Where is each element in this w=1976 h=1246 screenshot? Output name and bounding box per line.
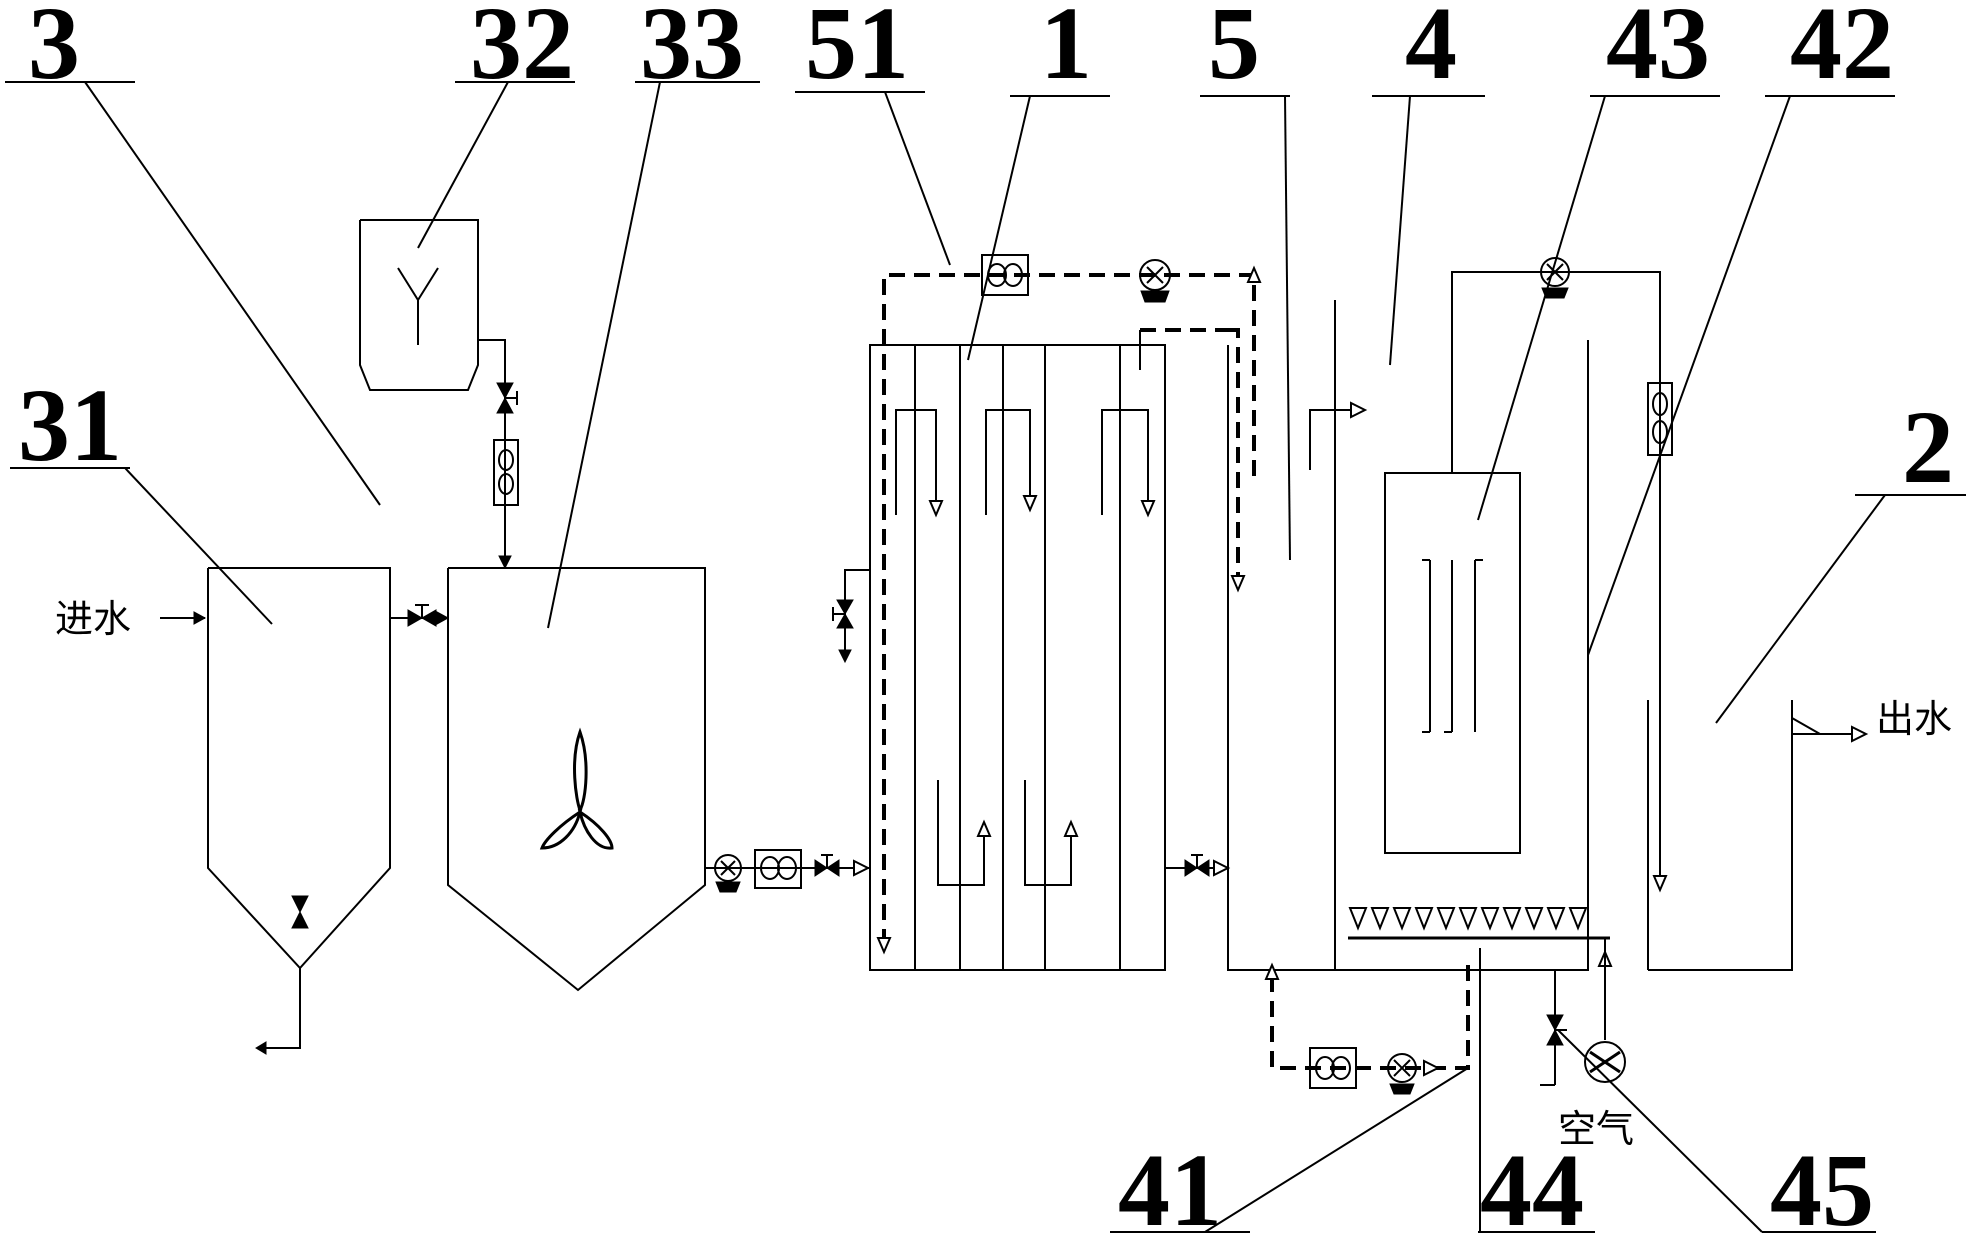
ref-5-leader — [1284, 95, 1291, 561]
reactor-1-side-valve — [832, 569, 870, 664]
ref-43-leader — [1477, 95, 1606, 521]
diffuser-heads — [1348, 907, 1588, 931]
ref-44: 44 — [1480, 1133, 1584, 1246]
sludge-return-41 — [1264, 962, 1470, 1095]
recirc-flowmeter-51 — [981, 254, 1029, 296]
ref-3: 3 — [28, 0, 80, 101]
ref-32: 32 — [470, 0, 574, 101]
ref-51: 51 — [805, 0, 909, 101]
ref-4: 4 — [1405, 0, 1457, 101]
ref-45: 45 — [1770, 1133, 1874, 1246]
effluent-flowmeter — [1647, 382, 1673, 456]
ref-1: 1 — [1040, 0, 1092, 101]
return-pump-41 — [1387, 1053, 1417, 1095]
mixer-icon — [539, 727, 614, 850]
recirc-pump-51 — [1139, 259, 1171, 303]
ref-33: 33 — [640, 0, 744, 101]
ref-51-leader — [884, 91, 951, 266]
ref-3-leader — [84, 81, 381, 506]
dosing-flowmeter — [493, 439, 519, 506]
water-in-label: 进水 — [55, 597, 131, 641]
ref-2: 2 — [1902, 390, 1954, 505]
water-in-arrow — [193, 611, 207, 625]
ref-4-leader — [1389, 95, 1411, 366]
dosing-valve — [496, 382, 518, 414]
water-out-stub — [1791, 717, 1821, 735]
air-supply-45 — [1540, 938, 1626, 1086]
tank-5 — [1165, 300, 1368, 971]
feed-pump — [714, 854, 742, 893]
suction-pump-42 — [1540, 257, 1570, 299]
reference-numerals: 3 32 33 51 1 5 4 43 42 31 2 41 — [5, 0, 1966, 1246]
feed-valve — [814, 854, 840, 877]
tank-2 — [1647, 700, 1793, 971]
water-out-arrow — [1851, 725, 1869, 743]
ref-31-leader — [124, 467, 273, 625]
drain-valve-31 — [291, 895, 309, 929]
ref-43: 43 — [1606, 0, 1710, 101]
tank-33 — [447, 567, 706, 992]
recirculation-line-51 — [876, 254, 1262, 955]
ref-42: 42 — [1790, 0, 1894, 101]
transfer-valve-31-33 — [390, 604, 450, 627]
air-label: 空气 — [1558, 1107, 1634, 1151]
tank-4 — [1335, 257, 1673, 1086]
ref-5: 5 — [1208, 0, 1260, 101]
ref-45-leader — [1557, 1029, 1763, 1233]
water-out-label: 出水 — [1876, 697, 1952, 741]
ref-2-leader — [1715, 494, 1886, 724]
tank-5-inlet-valve — [1165, 854, 1231, 877]
aerator-44 — [1348, 907, 1610, 940]
reactor-1 — [832, 330, 1166, 971]
dosing-tank-32 — [359, 219, 519, 570]
ref-41: 41 — [1118, 1133, 1222, 1246]
ref-42-leader — [1587, 95, 1791, 656]
ref-33-leader — [547, 81, 661, 629]
ref-32-leader — [417, 81, 509, 249]
air-blower — [1584, 1041, 1626, 1083]
ref-41-leader — [1204, 1067, 1469, 1233]
return-flowmeter-41 — [1309, 1047, 1357, 1089]
tank-31 — [207, 567, 391, 1055]
ref-31: 31 — [18, 368, 122, 483]
ref-1-leader — [967, 95, 1031, 361]
feed-line-33-to-1 — [705, 849, 871, 893]
feed-flowmeter — [754, 849, 802, 889]
